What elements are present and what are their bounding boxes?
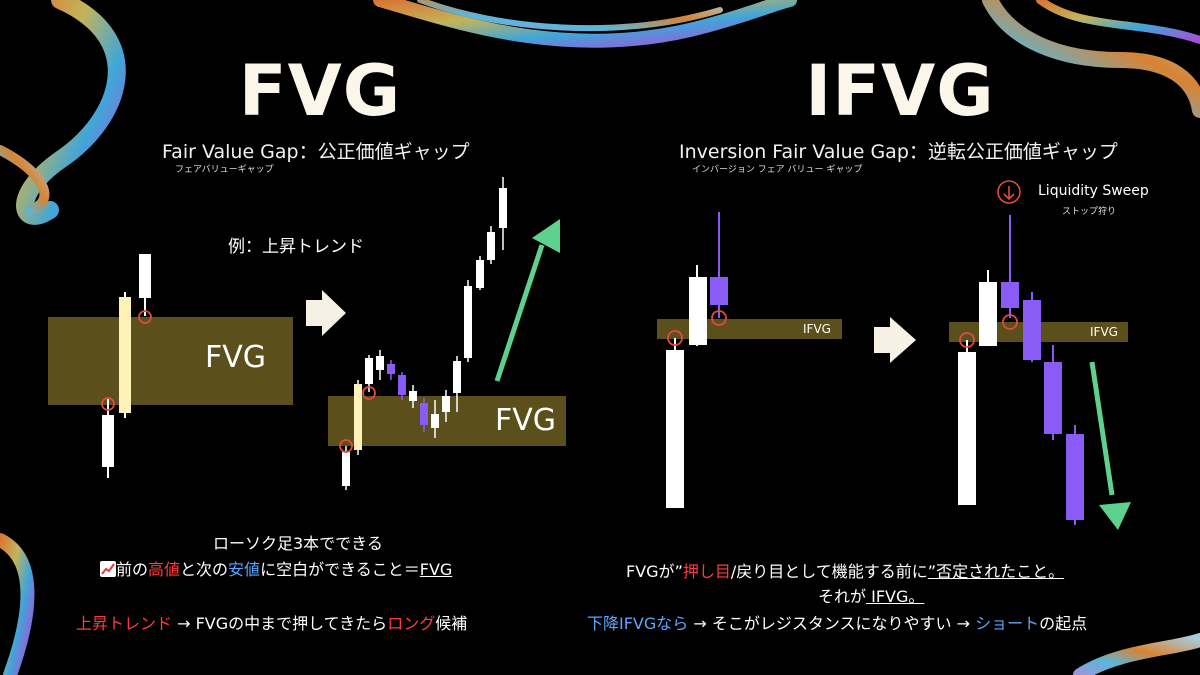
- high-marker-circle: [138, 310, 152, 324]
- uptrend-arrow: [494, 244, 545, 382]
- liquidity-sweep-ruby: ストップ狩り: [1062, 207, 1117, 217]
- candles-ifvg-b: [958, 215, 1084, 525]
- high-marker-circle: [1002, 314, 1018, 330]
- right-line1: FVGが”押し目/戻り目として機能する前に”否定されたこと。: [626, 562, 1065, 581]
- swirl-top-center: [373, 0, 797, 48]
- candles-left-trend: [342, 177, 507, 490]
- left-line2: 前の高値と次の安値に空白ができること＝FVG: [100, 556, 452, 580]
- arrow-down-circle-icon: [997, 180, 1021, 204]
- left-line3: 上昇トレンド → FVGの中まで押してきたらロング候補: [76, 614, 468, 633]
- fvg-title: FVG: [238, 50, 402, 132]
- low-marker-circle: [667, 330, 683, 346]
- low-marker-circle: [339, 439, 353, 453]
- candles-ifvg-a: [666, 212, 728, 508]
- fvg-zone-label-small: FVG: [495, 403, 557, 438]
- liquidity-sweep-label: Liquidity Sweep: [1038, 183, 1149, 199]
- ifvg-zone-label-b: IFVG: [1090, 325, 1118, 339]
- ifvg-ruby: インバージョン フェア バリュー ギャップ: [692, 165, 863, 175]
- ifvg-zone-label-a: IFVG: [803, 322, 831, 336]
- swirl-top-right: [982, 0, 1200, 118]
- right-line2: それが IFVG。: [818, 587, 925, 606]
- example-label: 例：上昇トレンド: [228, 237, 364, 257]
- chart-up-icon: [100, 561, 116, 577]
- bull-candle: [139, 254, 151, 298]
- swirl-top-left: [0, 0, 126, 225]
- high-marker-circle: [711, 310, 727, 326]
- ifvg-title: IFVG: [805, 50, 995, 132]
- swirl-bottom-left: [0, 533, 35, 675]
- left-line1: ローソク足3本でできる: [213, 534, 383, 553]
- high-marker-circle: [362, 386, 376, 400]
- downtrend-arrow: [1089, 361, 1115, 496]
- fvg-zone-label-big: FVG: [205, 340, 267, 375]
- low-marker-circle: [959, 332, 975, 348]
- uptrend-arrow-head: [532, 219, 560, 253]
- right-line3: 下降IFVGなら → そこがレジスタンスになりやすい → ショートの起点: [587, 614, 1088, 633]
- ifvg-subtitle: Inversion Fair Value Gap：逆転公正価値ギャップ: [679, 141, 1118, 163]
- fvg-ruby: フェアバリューギャップ: [175, 165, 274, 175]
- fvg-zone-large: [48, 317, 293, 405]
- impulse-candle: [119, 297, 131, 413]
- fvg-subtitle: Fair Value Gap：公正価値ギャップ: [162, 141, 470, 163]
- swirl-bottom-right: [1073, 633, 1200, 675]
- downtrend-arrow-head: [1099, 502, 1131, 530]
- low-marker-circle: [101, 397, 115, 411]
- bull-candle: [102, 415, 114, 467]
- chevron-right-icon: [306, 290, 346, 336]
- chevron-right-icon: [874, 317, 916, 363]
